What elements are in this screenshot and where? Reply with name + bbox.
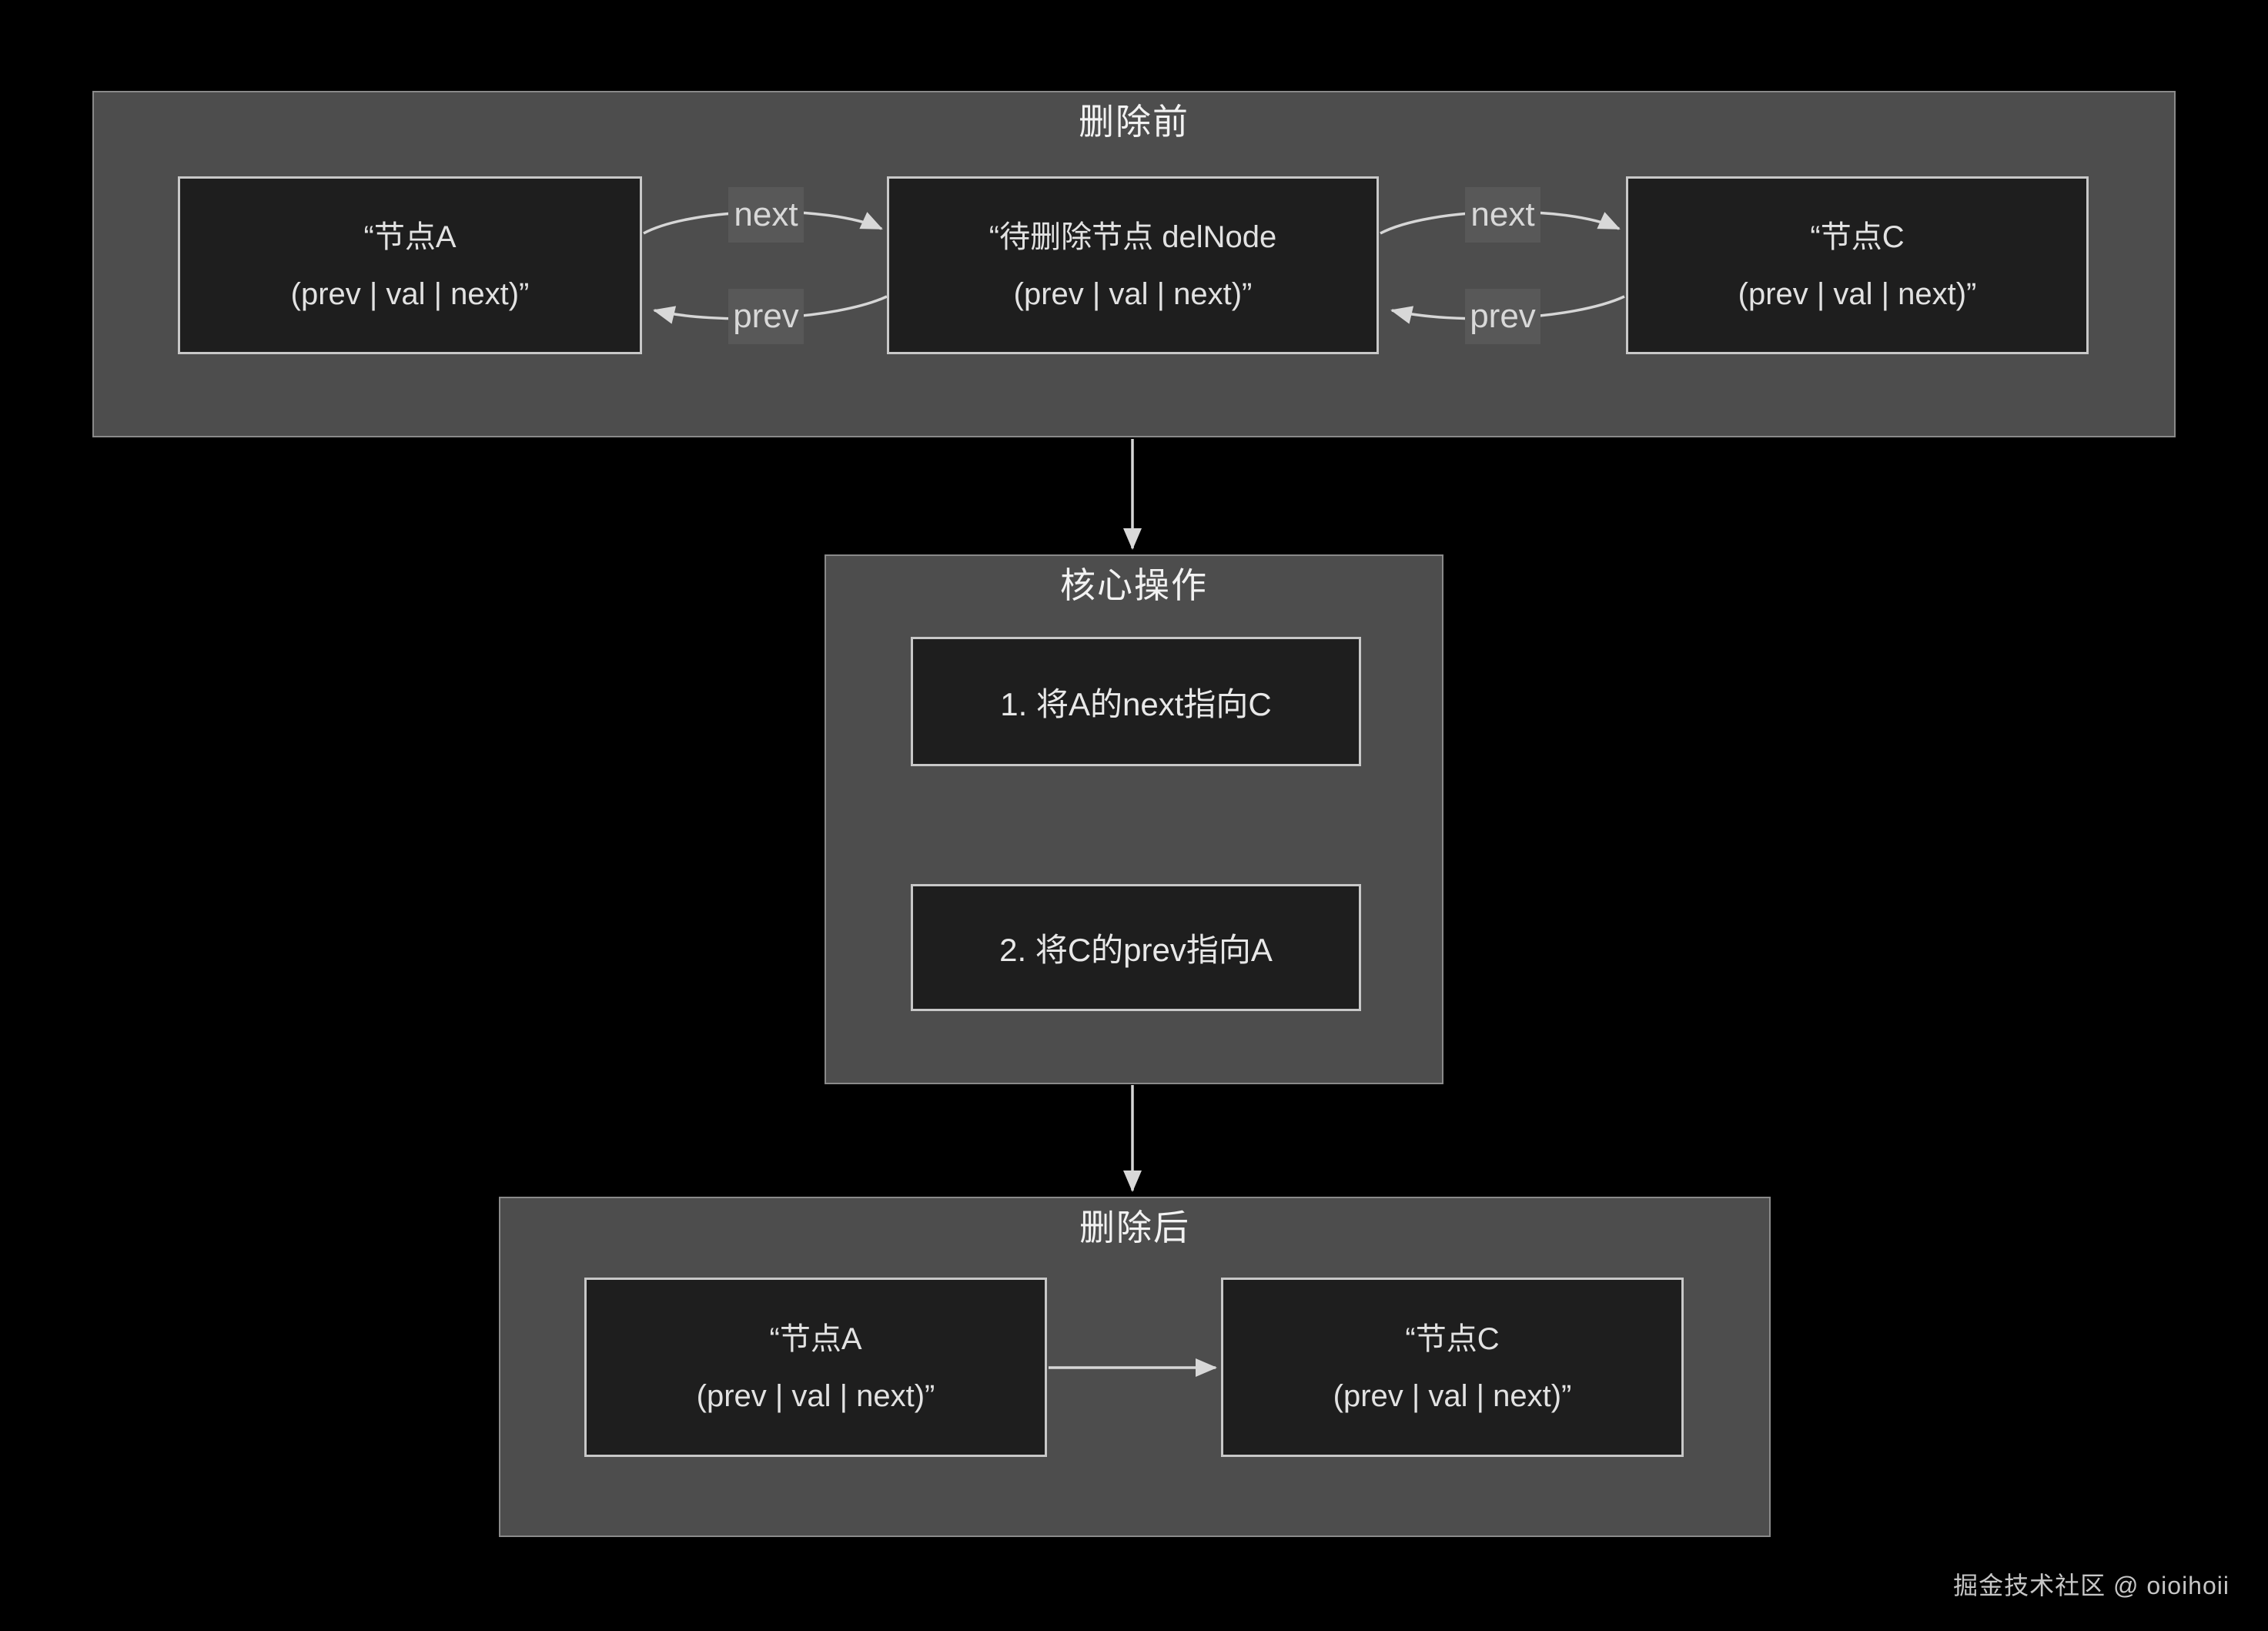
node-c-fields: (prev | val | next)” [1738,276,1977,311]
node-a-name: “节点A [363,219,457,254]
edge-label-prev-c-del: prev [1465,289,1540,344]
delnode-fields: (prev | val | next)” [1013,276,1253,311]
node-a-after-name: “节点A [769,1321,862,1356]
node-box-c-before: “节点C (prev | val | next)” [1626,176,2089,354]
node-a-after-fields: (prev | val | next)” [696,1378,935,1413]
edge-label-prev-del-a: prev [728,289,804,344]
section-core-title: 核心操作 [1060,565,1208,605]
node-c-after-name: “节点C [1405,1321,1500,1356]
node-box-a-before: “节点A (prev | val | next)” [178,176,642,354]
watermark-text: 掘金技术社区 @ oioihoii [1953,1572,2230,1599]
node-box-delnode: “待删除节点 delNode (prev | val | next)” [887,176,1379,354]
node-c-name: “节点C [1810,219,1905,254]
core-step-2: 2. 将C的prev指向A [911,884,1361,1011]
edge-label-next-del-c: next [1465,187,1540,243]
section-after-title: 删除后 [1079,1207,1190,1248]
delnode-name: “待删除节点 delNode [988,219,1277,254]
node-box-a-after: “节点A (prev | val | next)” [584,1278,1047,1457]
edge-label-next-a-del: next [728,187,804,243]
node-a-fields: (prev | val | next)” [290,276,530,311]
node-c-after-fields: (prev | val | next)” [1333,1378,1572,1413]
core-step-1: 1. 将A的next指向C [911,637,1361,766]
section-before-title: 删除前 [1079,102,1189,142]
node-box-c-after: “节点C (prev | val | next)” [1221,1278,1684,1457]
